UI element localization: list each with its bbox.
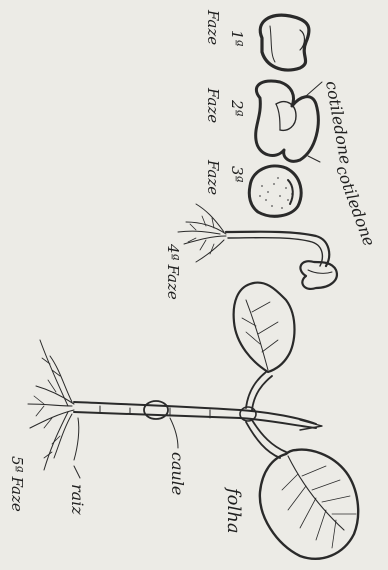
stage-2-word: Faze — [204, 87, 222, 123]
stage-2-ordinal: 2ª — [228, 99, 246, 117]
stem-label: caule — [168, 452, 187, 495]
stage-5-label: 5ªFaze — [8, 456, 26, 512]
stage-3-ordinal: 3ª — [228, 166, 246, 183]
leaf-label: folha — [223, 486, 244, 534]
root-label: raiz — [68, 484, 87, 515]
stage-1-ordinal: 1ª — [228, 30, 246, 47]
stage-3-word: Faze — [204, 159, 222, 195]
stage-1-word: Faze — [204, 9, 222, 45]
stage-4-label: 4ªFaze — [164, 243, 182, 300]
